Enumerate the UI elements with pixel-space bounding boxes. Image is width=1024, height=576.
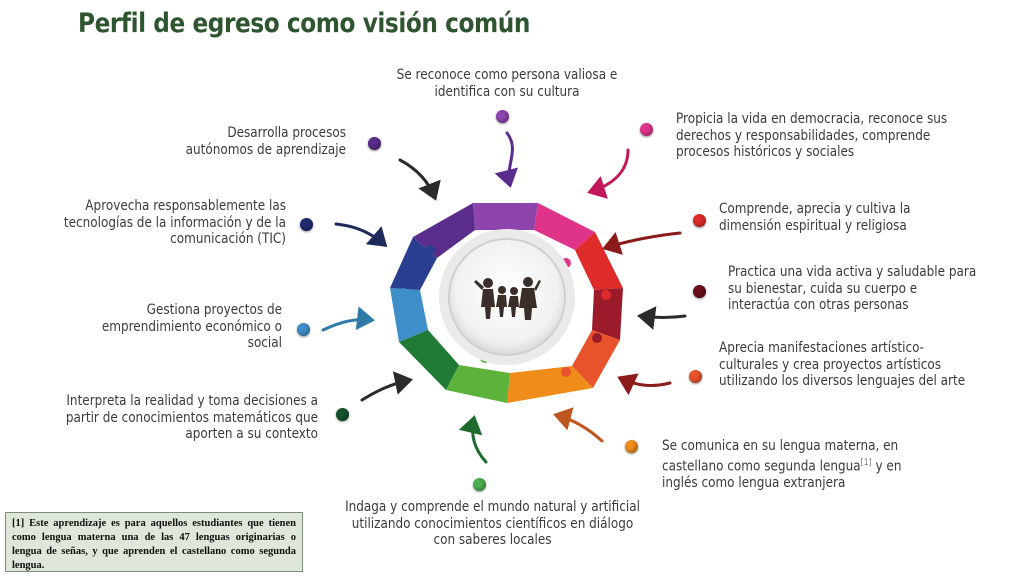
label-autonomo: Desarrolla procesos autónomos de aprendi… [185, 125, 346, 158]
ring-segment-blue-light [390, 288, 428, 342]
label-tic: Aprovecha responsablemente las tecnologí… [63, 198, 287, 247]
arrow-emprendimiento [321, 306, 375, 332]
arrow-top [494, 131, 519, 188]
label-saludable: Practica una vida activa y saludable par… [728, 264, 977, 313]
arrow-matematica [360, 371, 413, 402]
label-indaga: Indaga y comprende el mundo natural y ar… [345, 499, 640, 548]
dot-emprendimiento [297, 323, 310, 336]
page-title: Perfil de egreso como visión común [78, 8, 530, 39]
puzzle-ring [390, 203, 623, 403]
label-democracia: Propicia la vida en democracia, reconoce… [676, 111, 948, 160]
arrow-indaga [458, 415, 488, 464]
dot-matematica [336, 408, 349, 421]
arrow-arte [617, 373, 672, 396]
dot-autonomo [368, 137, 381, 150]
ring-segment-dark-red [592, 288, 623, 340]
dot-tic [300, 218, 313, 231]
dot-top [496, 110, 509, 123]
dot-espiritual [693, 214, 706, 227]
ring-segment-purple-top [473, 203, 538, 230]
arrows [321, 131, 687, 464]
ring-segment-magenta [534, 203, 595, 250]
dot-lengua [625, 440, 638, 453]
footnote-ref-link[interactable]: [1] [860, 457, 872, 468]
label-lengua-part-a: Se comunica en su lengua materna, en cas… [662, 438, 899, 475]
arrow-autonomo [398, 158, 441, 201]
ring-segment-violet [413, 203, 475, 258]
label-lengua-part-b: y en inglés como lengua extranjera [662, 458, 902, 491]
center-medallion [439, 229, 575, 365]
ring-segment-orange [507, 366, 593, 403]
dot-democracia [640, 123, 653, 136]
dot-indaga [473, 478, 486, 491]
label-emprendimiento: Gestiona proyectos de emprendimiento eco… [101, 302, 282, 351]
arrow-tic [334, 222, 388, 247]
family-silhouette-icon [474, 277, 541, 320]
label-arte: Aprecia manifestaciones artístico-cultur… [719, 340, 966, 389]
arrow-saludable [637, 306, 687, 330]
arrow-democracia [587, 148, 630, 199]
footnote-box: [1] Este aprendizaje es para aquellos es… [5, 512, 303, 572]
ring-segment-orange-red [572, 330, 620, 388]
label-matematica: Interpreta la realidad y toma decisiones… [65, 393, 319, 442]
label-espiritual: Comprende, aprecia y cultiva la dimensió… [719, 201, 911, 234]
dot-arte [689, 370, 702, 383]
dot-saludable [693, 285, 706, 298]
arrow-espiritual [602, 231, 682, 255]
ring-segment-green-light [446, 365, 510, 403]
ring-segment-red [575, 232, 623, 290]
arrow-lengua [553, 407, 604, 443]
label-valiosa: Se reconoce como persona valiosa e ident… [396, 67, 618, 100]
label-lengua: Se comunica en su lengua materna, en cas… [662, 438, 937, 491]
